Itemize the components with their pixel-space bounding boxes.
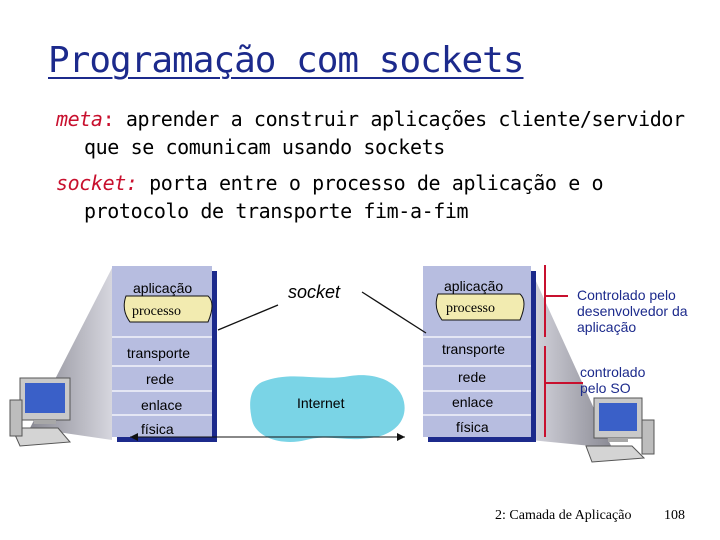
goal-text-1: aprender a construir aplicações cliente/…	[114, 107, 685, 131]
right-process-label: processo	[446, 301, 495, 316]
internet-label: Internet	[297, 395, 345, 411]
right-transport-label: transporte	[442, 341, 506, 357]
socket-term: socket:	[56, 171, 138, 195]
socket-pointer-left	[217, 304, 279, 331]
left-network-label: rede	[146, 371, 175, 387]
socket-text-1: porta entre o processo de aplicação e o	[137, 171, 604, 195]
left-computer-icon	[9, 377, 72, 447]
right-link-label: enlace	[452, 394, 494, 410]
right-process-box	[435, 293, 525, 321]
bottom-arrow-right	[397, 433, 405, 441]
right-computer-icon	[585, 397, 655, 463]
goal-term: meta	[56, 107, 103, 131]
right-app-label: aplicação	[444, 278, 504, 294]
goal-bullet: meta: aprender a construir aplicações cl…	[56, 106, 685, 133]
socket-pointer-right	[361, 291, 427, 334]
page-title: Programação com sockets	[48, 40, 524, 81]
goal-text-2: que se comunicam usando sockets	[84, 135, 445, 159]
socket-label: socket	[288, 282, 341, 302]
bottom-arrow-left	[130, 433, 138, 441]
right-network-label: rede	[458, 369, 487, 385]
footer-chapter: 2: Camada de Aplicação	[495, 508, 632, 523]
socket-text-2: protocolo de transporte fim-a-fim	[84, 199, 469, 223]
right-physical-label: física	[456, 419, 489, 435]
page-number: 108	[664, 508, 685, 523]
right-host-wedge	[530, 268, 612, 448]
left-physical-label: física	[141, 421, 174, 437]
left-process-label: processo	[132, 304, 181, 319]
goal-colon: :	[102, 107, 115, 131]
left-stack	[112, 266, 212, 437]
left-link-label: enlace	[141, 397, 183, 413]
left-transport-label: transporte	[127, 345, 191, 361]
dev-controlled-label: Controlado pelo desenvolvedor da aplicaç…	[577, 287, 688, 335]
left-process-box	[123, 295, 213, 323]
socket-bullet: socket: porta entre o processo de aplica…	[56, 170, 604, 197]
left-app-label: aplicação	[133, 280, 193, 296]
os-controlled-label: controlado pelo SO	[580, 364, 646, 396]
internet-cloud	[250, 375, 405, 442]
